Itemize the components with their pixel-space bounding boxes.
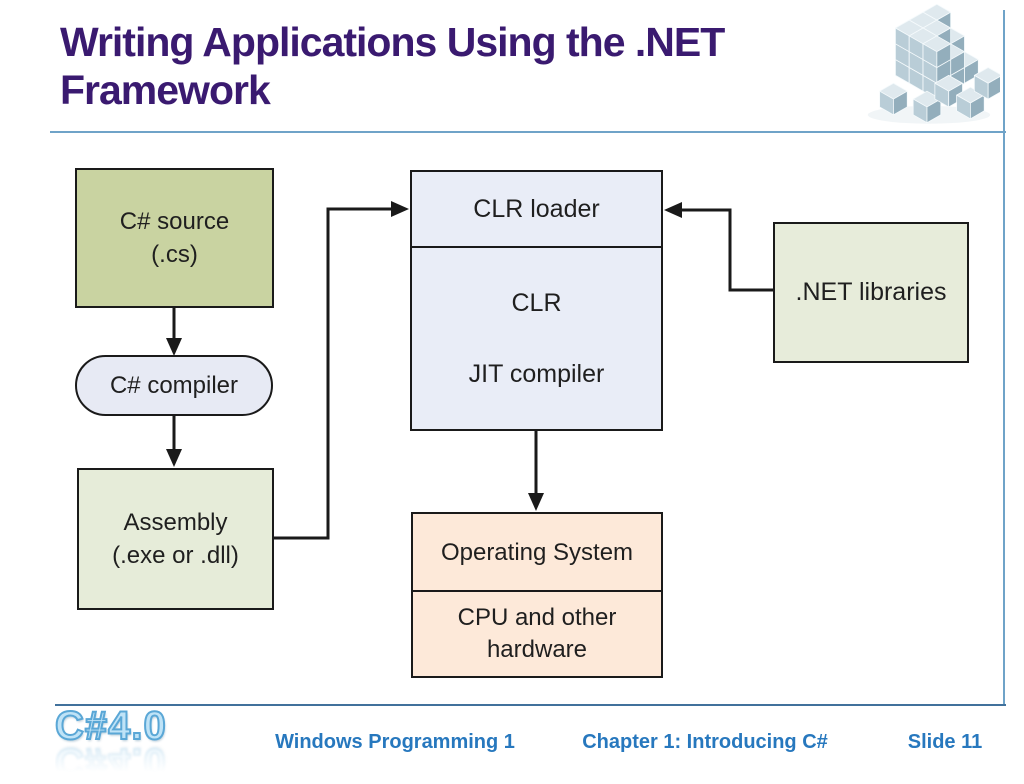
csharp-logo: C#4.0 C#4.0: [54, 704, 215, 784]
csharp-logo-text: C#4.0: [54, 704, 167, 748]
footer-slide-number: Slide 11: [907, 731, 983, 753]
node-label: (.cs): [151, 241, 198, 268]
node-label: Assembly: [123, 509, 228, 536]
cpu-section: CPU and other hardware: [458, 592, 617, 676]
node-label: hardware: [486, 636, 588, 663]
right-border-line: [1003, 10, 1005, 706]
clr-body-section: CLR JIT compiler: [469, 248, 605, 429]
node-csharp-compiler: C# compiler: [75, 355, 273, 416]
os-section: Operating System: [413, 514, 661, 592]
node-assembly: Assembly (.exe or .dll): [77, 468, 274, 610]
arrowhead-right: [391, 201, 409, 217]
node-label: CPU and other: [457, 604, 617, 631]
node-operating-system: Operating System CPU and other hardware: [411, 512, 663, 678]
node-csharp-source: C# source (.cs): [75, 168, 274, 308]
arrowhead-down: [166, 449, 182, 467]
arrowhead-left: [664, 202, 682, 218]
cubes-3d-icon: [867, 4, 1000, 124]
footer-course: Windows Programming 1: [275, 731, 515, 753]
node-label: CLR: [511, 288, 562, 317]
node-label: CLR loader: [473, 194, 600, 223]
node-label: (.exe or .dll): [112, 542, 239, 569]
footer-divider-line: [55, 704, 1006, 706]
node-label: .NET libraries: [795, 278, 947, 306]
footer-chapter: Chapter 1: Introducing C#: [582, 731, 828, 753]
node-clr: CLR loader CLR JIT compiler: [410, 170, 663, 431]
clr-loader-section: CLR loader: [412, 172, 661, 248]
csharp-logo-reflection: C#4.0: [54, 739, 168, 784]
node-label: C# source: [119, 208, 230, 235]
arrowhead-down: [166, 338, 182, 356]
slide: { "title": "Writing Applications Using t…: [50, 4, 1006, 784]
node-label: Operating System: [440, 538, 634, 566]
node-label: C# compiler: [109, 372, 239, 399]
page-title: Writing Applications Using the .NET Fram…: [60, 19, 725, 113]
node-dotnet-libraries: .NET libraries: [773, 222, 969, 363]
node-label: JIT compiler: [468, 359, 605, 388]
arrowhead-down: [528, 493, 544, 511]
title-underline: [50, 131, 1006, 133]
